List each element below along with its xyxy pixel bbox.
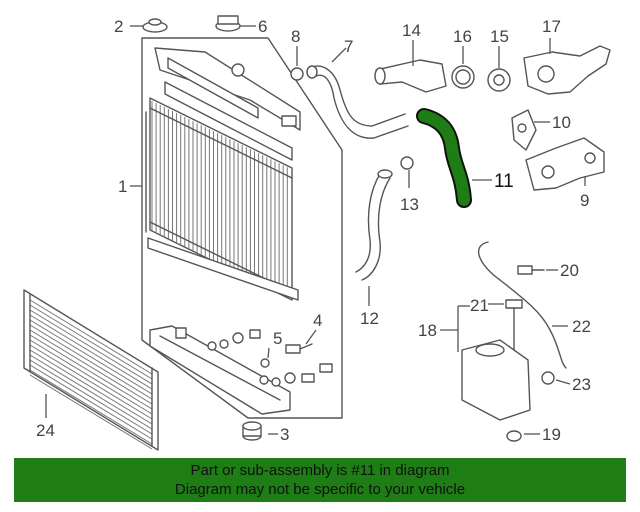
condenser-fin bbox=[29, 374, 153, 450]
overflow-hose-part-22 bbox=[477, 241, 567, 369]
callout-6: 6 bbox=[258, 17, 267, 36]
condenser-fin bbox=[29, 364, 153, 440]
condenser-fin bbox=[29, 329, 153, 405]
radiator-outline-frame bbox=[141, 37, 343, 419]
callout-18: 18 bbox=[418, 321, 437, 340]
condenser-fin bbox=[29, 304, 153, 380]
hose-clamp-part-8 bbox=[290, 67, 304, 81]
bolt-part-20 bbox=[517, 265, 545, 275]
water-inlet-part-14 bbox=[374, 59, 447, 93]
callout-9: 9 bbox=[580, 191, 589, 210]
fastener-part-4 bbox=[285, 343, 313, 354]
lower-radiator-hose-part-12 bbox=[355, 169, 393, 281]
callout-21: 21 bbox=[470, 296, 489, 315]
callout-3: 3 bbox=[280, 425, 289, 444]
callout-22: 22 bbox=[572, 317, 591, 336]
callout-13: 13 bbox=[400, 195, 419, 214]
callout-1: 1 bbox=[118, 177, 127, 196]
callout-23: 23 bbox=[572, 375, 591, 394]
radiator-cap-part-6 bbox=[215, 15, 241, 32]
radiator-upper-tank bbox=[154, 47, 301, 161]
coolant-reservoir-part-18 bbox=[461, 339, 531, 421]
thermostat-part-15 bbox=[487, 68, 511, 92]
ac-condenser-part-24 bbox=[23, 289, 159, 451]
fastener-part-5 bbox=[260, 358, 270, 368]
upper-radiator-hose-part-7 bbox=[306, 65, 409, 139]
callout-4: 4 bbox=[313, 311, 322, 330]
condenser-fin bbox=[29, 369, 153, 445]
highlighted-hose-part-11 bbox=[416, 108, 472, 208]
callout-20: 20 bbox=[560, 261, 579, 280]
callouts: 2 6 8 7 14 16 15 17 10 11 1 9 13 20 12 2… bbox=[36, 17, 591, 444]
callout-17: 17 bbox=[542, 17, 561, 36]
reservoir-cap-part-21 bbox=[505, 299, 523, 351]
callout-11: 11 bbox=[494, 171, 514, 192]
condenser-fin bbox=[29, 349, 153, 425]
hose-clamp-part-13 bbox=[400, 156, 414, 170]
clamp-part-23 bbox=[541, 371, 555, 385]
condenser-fin bbox=[29, 319, 153, 395]
callout-15: 15 bbox=[490, 27, 509, 46]
callout-2: 2 bbox=[114, 17, 123, 36]
condenser-fin bbox=[29, 324, 153, 400]
condenser-fin bbox=[29, 309, 153, 385]
callout-14: 14 bbox=[402, 21, 421, 40]
condenser-fin bbox=[29, 344, 153, 420]
callout-24: 24 bbox=[36, 421, 55, 440]
condenser-fin bbox=[29, 299, 153, 375]
callout-19: 19 bbox=[542, 425, 561, 444]
callout-8: 8 bbox=[291, 27, 300, 46]
condenser-fin bbox=[29, 339, 153, 415]
radiator-cap-part-2 bbox=[142, 18, 168, 33]
callout-7: 7 bbox=[344, 37, 353, 56]
gasket-part-10 bbox=[511, 109, 537, 151]
condenser-fin bbox=[29, 359, 153, 435]
callout-10: 10 bbox=[552, 113, 571, 132]
banner-line-2: Diagram may not be specific to your vehi… bbox=[174, 481, 466, 498]
condenser-fin bbox=[29, 354, 153, 430]
water-outlet-part-9 bbox=[525, 137, 605, 191]
grommet-part-19 bbox=[506, 430, 522, 442]
callout-12: 12 bbox=[360, 309, 379, 328]
notice-banner: Part or sub-assembly is #11 in diagram D… bbox=[14, 458, 626, 502]
grommet-part-3 bbox=[242, 421, 262, 441]
drain-plug-parts bbox=[207, 329, 333, 387]
radiator-lower-tank bbox=[147, 237, 299, 415]
leader-lines bbox=[45, 25, 586, 435]
gasket-part-16 bbox=[451, 65, 475, 89]
callout-5: 5 bbox=[273, 329, 282, 348]
condenser-fin bbox=[29, 314, 153, 390]
water-outlet-housing-part-17 bbox=[523, 45, 611, 95]
condenser-fin bbox=[29, 334, 153, 410]
banner-line-1: Part or sub-assembly is #11 in diagram bbox=[190, 462, 450, 479]
callout-16: 16 bbox=[453, 27, 472, 46]
